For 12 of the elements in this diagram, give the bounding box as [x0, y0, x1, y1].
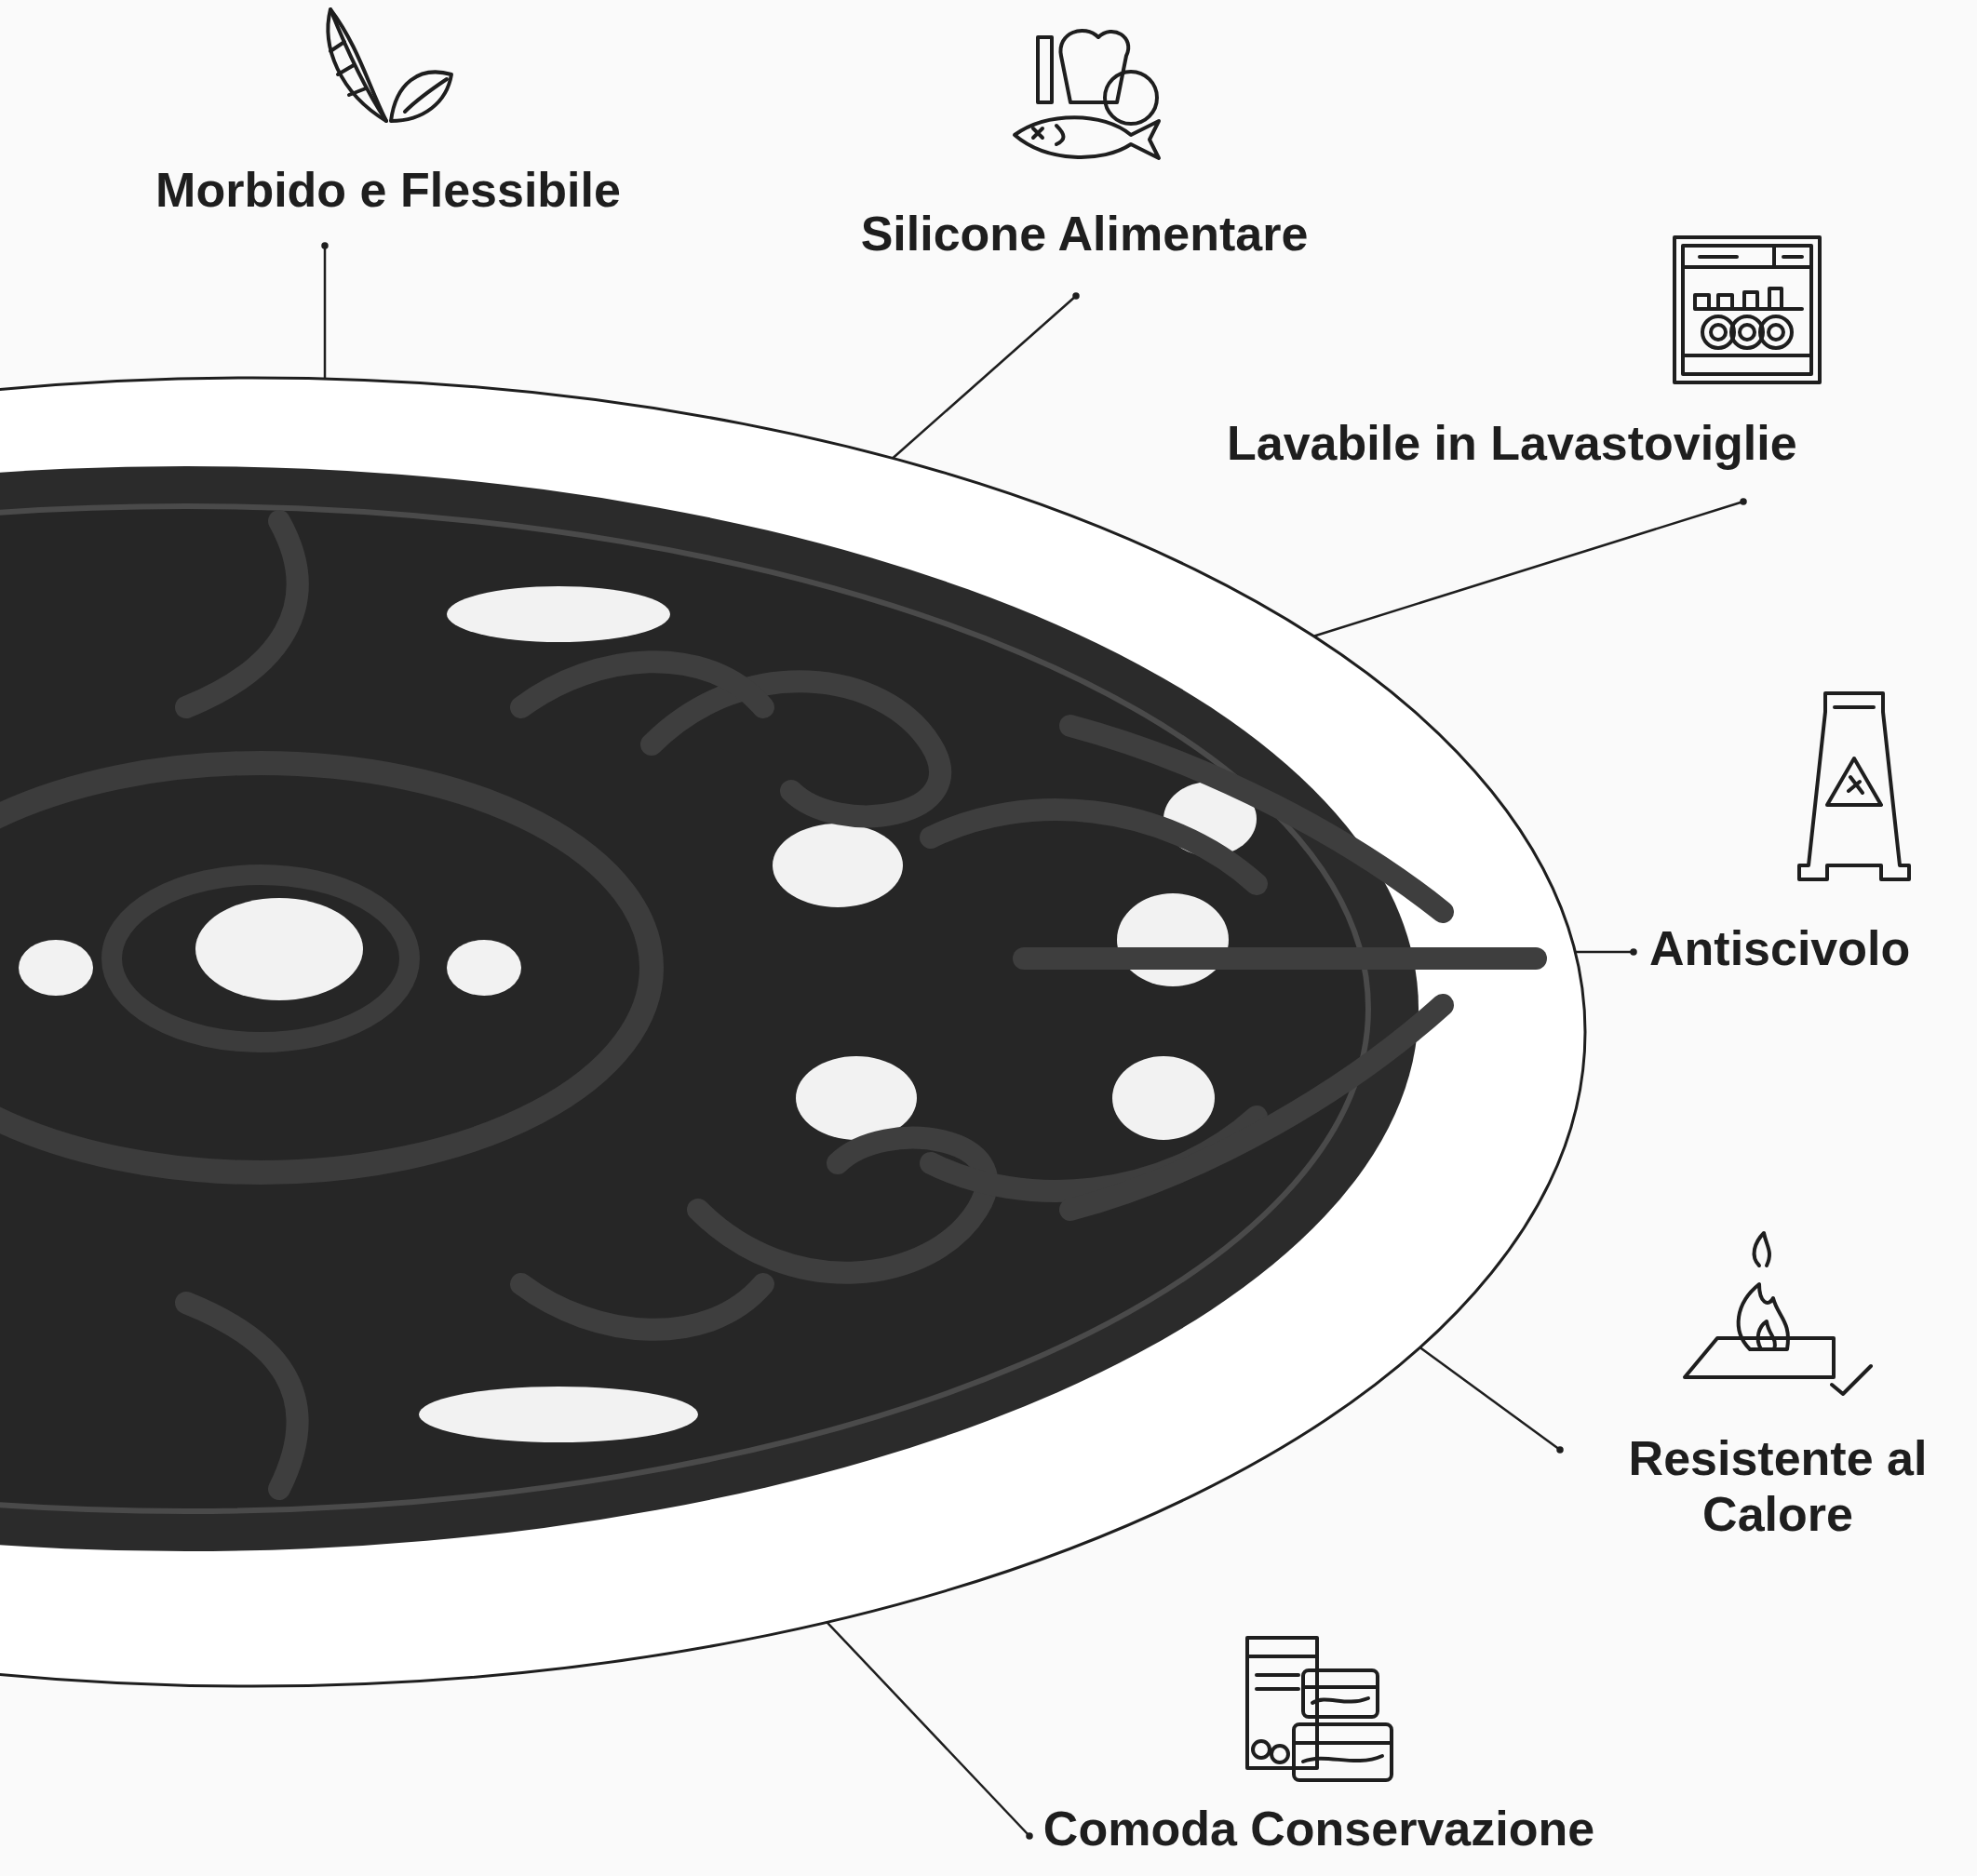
leader-line	[1575, 948, 1637, 956]
feature-label: Lavabile in Lavastoviglie	[1227, 416, 1797, 472]
feature-label: Morbido e Flessibile	[62, 163, 714, 219]
leader-line	[1312, 498, 1747, 637]
leader-line	[1419, 1347, 1564, 1454]
feature-label: Silicone Alimentare	[759, 207, 1410, 262]
leader-line	[321, 242, 329, 380]
feature-label: Resistente al Calore	[1587, 1431, 1969, 1543]
leader-line	[826, 1621, 1033, 1840]
feature-label: Antiscivolo	[1649, 921, 1911, 977]
leader-line	[892, 292, 1080, 460]
feature-label: Comoda Conservazione	[947, 1802, 1691, 1857]
